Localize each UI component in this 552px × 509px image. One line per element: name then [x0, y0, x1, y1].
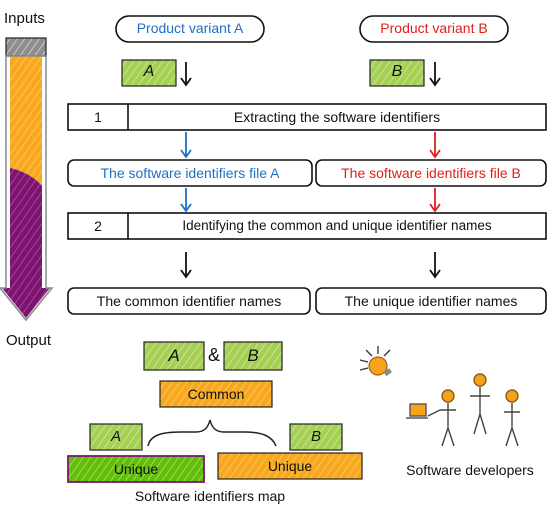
arrow-blue-1-icon: [180, 132, 192, 159]
arrow-down-unique-icon: [429, 252, 441, 279]
tag-a-label: A: [143, 63, 155, 80]
map-caption: Software identifiers map: [134, 488, 286, 504]
arrow-orange-section: [10, 56, 42, 186]
lightbulb-icon: [359, 346, 392, 377]
map-unique-b-label: Unique: [267, 458, 313, 474]
map-brace-icon: [147, 419, 277, 447]
output-label: Output: [6, 332, 52, 349]
variant-b-label: Product variant B: [380, 20, 488, 36]
arrow-down-common-icon: [180, 252, 192, 279]
developers-caption: Software developers: [406, 462, 534, 478]
tag-a-box: [121, 59, 177, 87]
file-a-label: The software identifiers file A: [100, 165, 280, 181]
map-small-tag-a-box: [89, 423, 143, 451]
variant-a-bubble: [115, 15, 265, 43]
tag-b-label: B: [391, 63, 403, 80]
file-b-label: The software identifiers file B: [341, 165, 521, 181]
common-output-label: The common identifier names: [96, 293, 282, 309]
step-1-label: Extracting the software identifiers: [233, 109, 441, 125]
map-unique-a-label: Unique: [113, 461, 159, 477]
tag-b-box: [369, 59, 425, 87]
map-tag-a-label: A: [168, 346, 180, 365]
unique-output-label: The unique identifier names: [344, 293, 518, 309]
common-output-box: [67, 287, 311, 315]
developers-icon: [406, 373, 520, 447]
arrow-red-2-icon: [429, 188, 441, 213]
map-small-tag-b-box: [289, 423, 343, 451]
map-small-tag-a-label: A: [110, 428, 121, 445]
arrow-red-1-icon: [429, 132, 441, 159]
variant-a-label: Product variant A: [136, 20, 244, 36]
map-unique-b-box: [217, 452, 363, 480]
map-amp-label: &: [207, 345, 220, 365]
inputs-label: Inputs: [4, 10, 45, 27]
map-unique-a-box: [67, 455, 205, 483]
map-common-label: Common: [187, 386, 245, 402]
arrow-purple-section: [2, 168, 50, 318]
arrow-blue-2-icon: [180, 188, 192, 213]
variant-b-bubble: [359, 15, 509, 43]
map-small-tag-b-label: B: [310, 428, 321, 445]
file-b-box: [315, 159, 547, 187]
down-arrow-b-icon: [429, 62, 441, 87]
step-1-box: [67, 103, 547, 131]
step-2-number: 2: [94, 218, 102, 234]
map-common-box: [159, 380, 273, 408]
file-a-box: [67, 159, 313, 187]
step-1-number: 1: [94, 109, 102, 125]
map-tag-a-box: [143, 341, 205, 371]
unique-output-box: [315, 287, 547, 315]
map-tag-b-label: B: [247, 346, 259, 365]
down-arrow-a-icon: [180, 62, 192, 87]
map-tag-b-box: [223, 341, 283, 371]
step-2-box: [67, 212, 547, 240]
step-2-label: Identifying the common and unique identi…: [182, 218, 492, 233]
input-output-arrow: [0, 37, 54, 322]
